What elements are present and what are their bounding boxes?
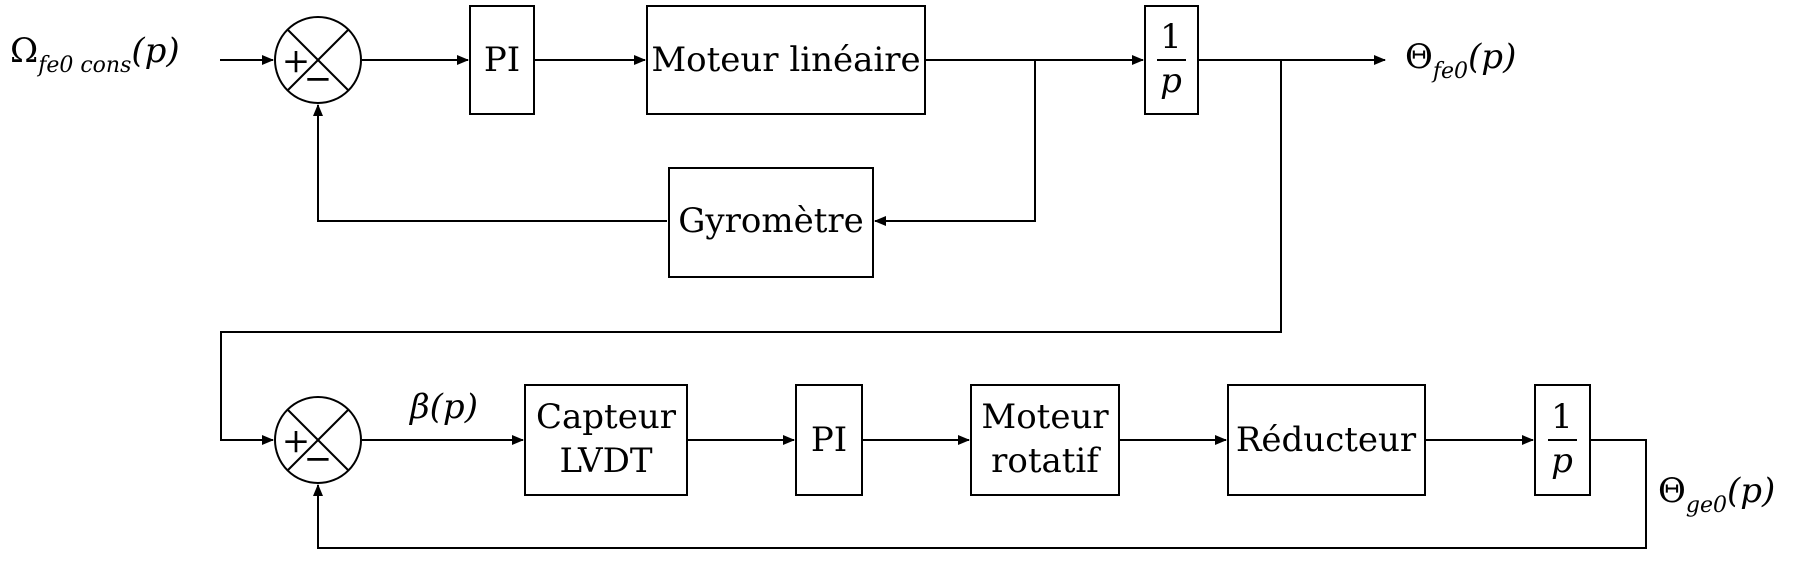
output-theta-fe0-label: Θfe0(p) (1405, 37, 1516, 84)
linear-motor-label: Moteur linéaire (651, 40, 920, 80)
top-sum-junction: + − (274, 16, 362, 104)
lvdt-sensor-line2: LVDT (559, 441, 652, 481)
rotary-motor-line2: rotatif (991, 441, 1101, 481)
bottom-integrator-den: p (1551, 441, 1573, 481)
bottom-pi-block: PI (795, 384, 863, 496)
bottom-sum-minus: − (304, 439, 333, 479)
linear-motor-block: Moteur linéaire (646, 5, 926, 115)
bottom-integrator-num: 1 (1551, 397, 1573, 437)
wire-feedback-to-gyro (874, 60, 1036, 226)
output-theta-ge0-label: Θge0(p) (1658, 471, 1775, 518)
reducer-block: Réducteur (1227, 384, 1426, 496)
gyrometer-block: Gyromètre (668, 167, 874, 278)
wire-gyro-to-sum (313, 104, 667, 222)
gyrometer-label: Gyromètre (678, 201, 864, 241)
top-loop: Ωfe0 cons(p) + − PI Moteur linéaire (10, 5, 1516, 278)
bottom-sum-plus: + (282, 421, 311, 461)
top-integrator-block: 1 p (1144, 5, 1199, 115)
lvdt-sensor-line1: Capteur (536, 397, 677, 437)
input-omega-label: Ωfe0 cons(p) (10, 31, 180, 78)
wire-output-feedback (313, 439, 1647, 549)
bottom-pi-label: PI (811, 420, 847, 460)
rotary-motor-line1: Moteur (981, 397, 1109, 437)
rotary-motor-block: Moteur rotatif (970, 384, 1120, 496)
lvdt-sensor-block: Capteur LVDT (524, 384, 688, 496)
wire-top-to-bottom-loop (220, 60, 1282, 445)
top-sum-plus: + (282, 41, 311, 81)
top-pi-block: PI (469, 5, 535, 115)
top-pi-label: PI (484, 40, 520, 80)
top-integrator-den: p (1160, 61, 1182, 101)
bottom-integrator-block: 1 p (1534, 384, 1591, 496)
bottom-sum-junction: + − (274, 396, 362, 484)
reducer-label: Réducteur (1236, 420, 1417, 460)
bottom-loop: β(p) + − Capteur LVDT PI Moteur rotatif (274, 384, 1775, 549)
top-integrator-num: 1 (1160, 17, 1182, 57)
top-sum-minus: − (304, 59, 333, 99)
beta-label: β(p) (408, 387, 478, 427)
